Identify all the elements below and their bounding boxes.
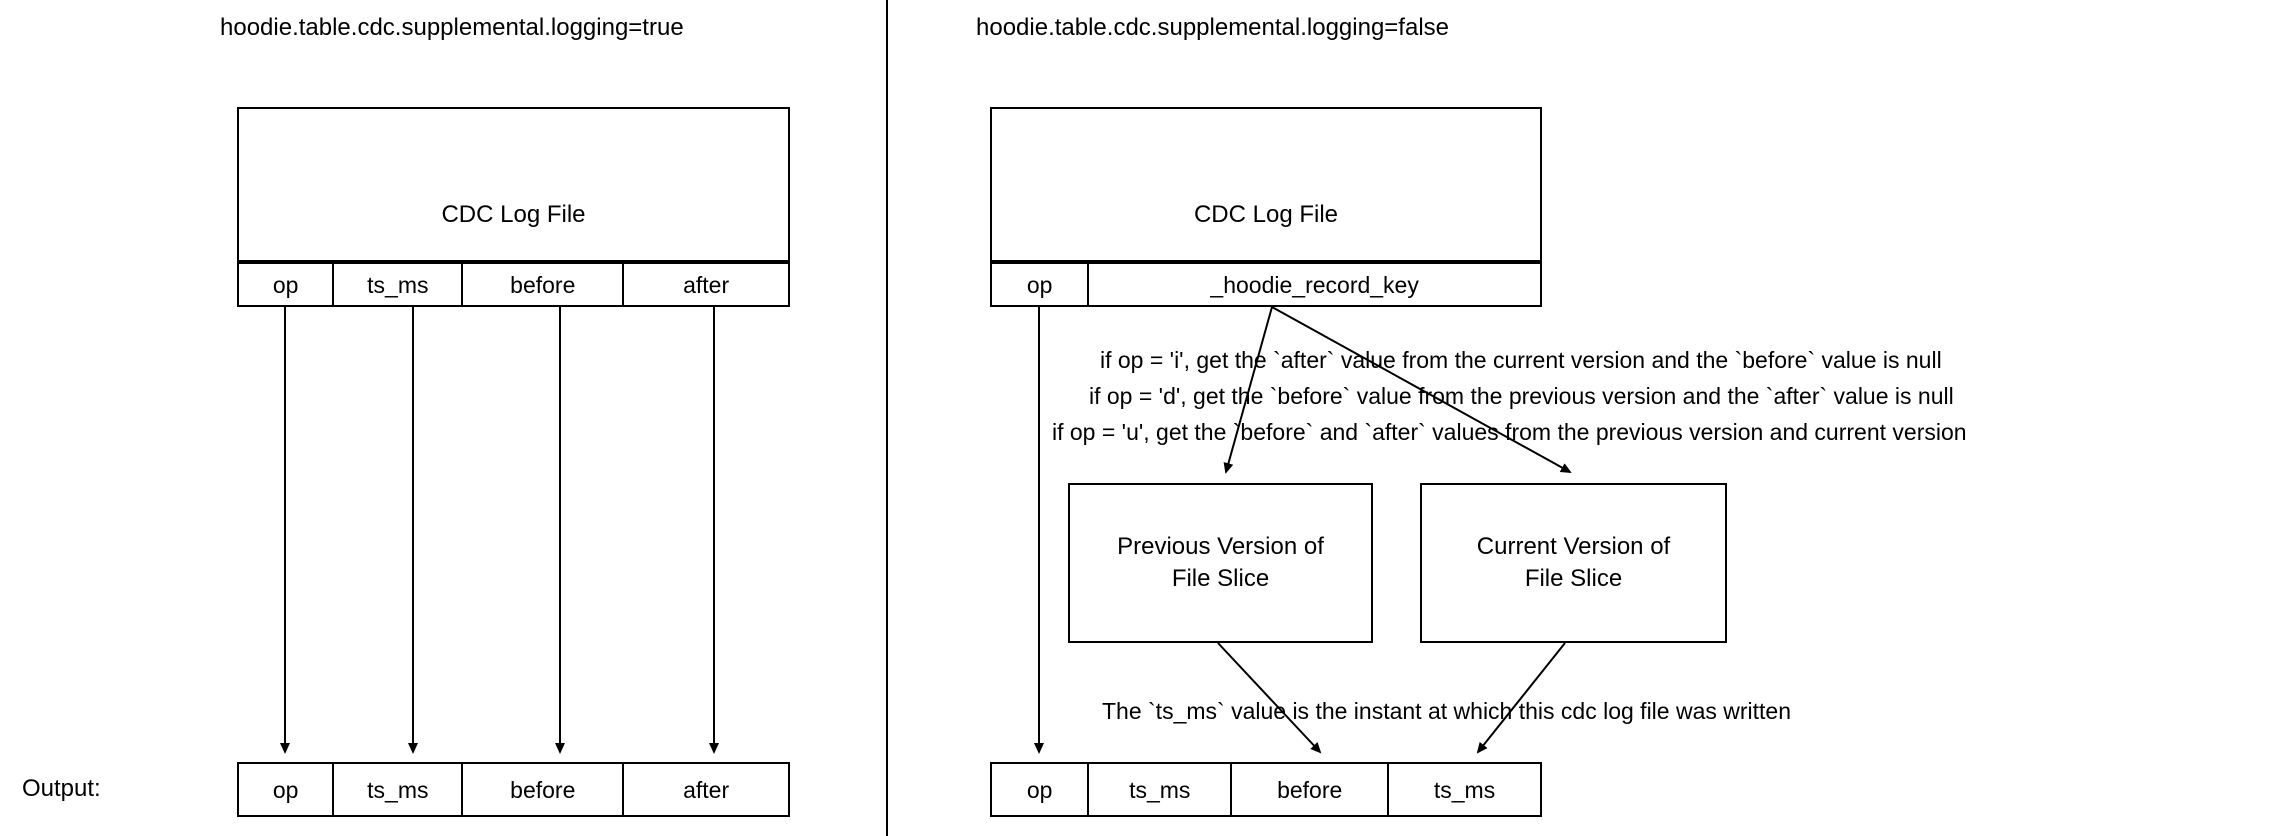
right-schema-row: op _hoodie_record_key [990, 262, 1542, 307]
previous-version-line2: File Slice [1171, 565, 1270, 592]
left-panel-title: hoodie.table.cdc.supplemental.logging=tr… [220, 14, 684, 41]
left-schema-cell-ts-ms: ts_ms [334, 264, 464, 305]
right-output-row: op ts_ms before ts_ms [990, 762, 1542, 817]
previous-version-box-text: Previous Version of File Slice [1117, 531, 1324, 595]
previous-version-line1: Previous Version of [1117, 533, 1324, 560]
right-panel-title: hoodie.table.cdc.supplemental.logging=fa… [976, 14, 1450, 41]
right-schema-cell-hoodie-record-key: _hoodie_record_key [1210, 271, 1419, 298]
left-output-row: op ts_ms before after [237, 762, 790, 817]
current-version-line1: Current Version of [1476, 533, 1671, 560]
left-output-cell-op: op [239, 764, 335, 815]
left-output-label: Output: [22, 775, 101, 802]
left-output-cell-ts-ms: ts_ms [334, 764, 464, 815]
right-output-cell-ts-ms: ts_ms [1089, 764, 1233, 815]
left-output-cell-after: after [683, 776, 730, 803]
right-output-cell-before: before [1232, 764, 1390, 815]
left-cdc-log-file-box: CDC Log File [237, 107, 790, 262]
left-schema-row: op ts_ms before after [237, 262, 790, 307]
current-version-file-slice-box: Current Version of File Slice [1420, 483, 1727, 643]
right-output-cell-ts-ms-2: ts_ms [1433, 776, 1496, 803]
left-flow-arrows [280, 307, 719, 754]
current-version-box-text: Current Version of File Slice [1477, 531, 1670, 595]
previous-version-file-slice-box: Previous Version of File Slice [1068, 483, 1373, 643]
ts-ms-note: The `ts_ms` value is the instant at whic… [1102, 698, 1792, 724]
rule-line-update: if op = 'u', get the `before` and `after… [1052, 419, 1967, 445]
right-schema-cell-op: op [992, 264, 1090, 305]
left-output-cell-before: before [463, 764, 625, 815]
rule-line-delete: if op = 'd', get the `before` value from… [1089, 383, 1954, 409]
right-output-cell-op: op [992, 764, 1090, 815]
left-schema-cell-after: after [683, 271, 730, 298]
right-cdc-log-file-box: CDC Log File [990, 107, 1542, 262]
left-schema-cell-op: op [239, 264, 335, 305]
current-version-line2: File Slice [1524, 565, 1623, 592]
rule-line-insert: if op = 'i', get the `after` value from … [1100, 347, 1942, 373]
left-schema-cell-before: before [463, 264, 625, 305]
vertical-separator [886, 0, 888, 836]
right-cdc-log-file-label: CDC Log File [1193, 201, 1339, 228]
left-cdc-log-file-label: CDC Log File [441, 201, 586, 228]
